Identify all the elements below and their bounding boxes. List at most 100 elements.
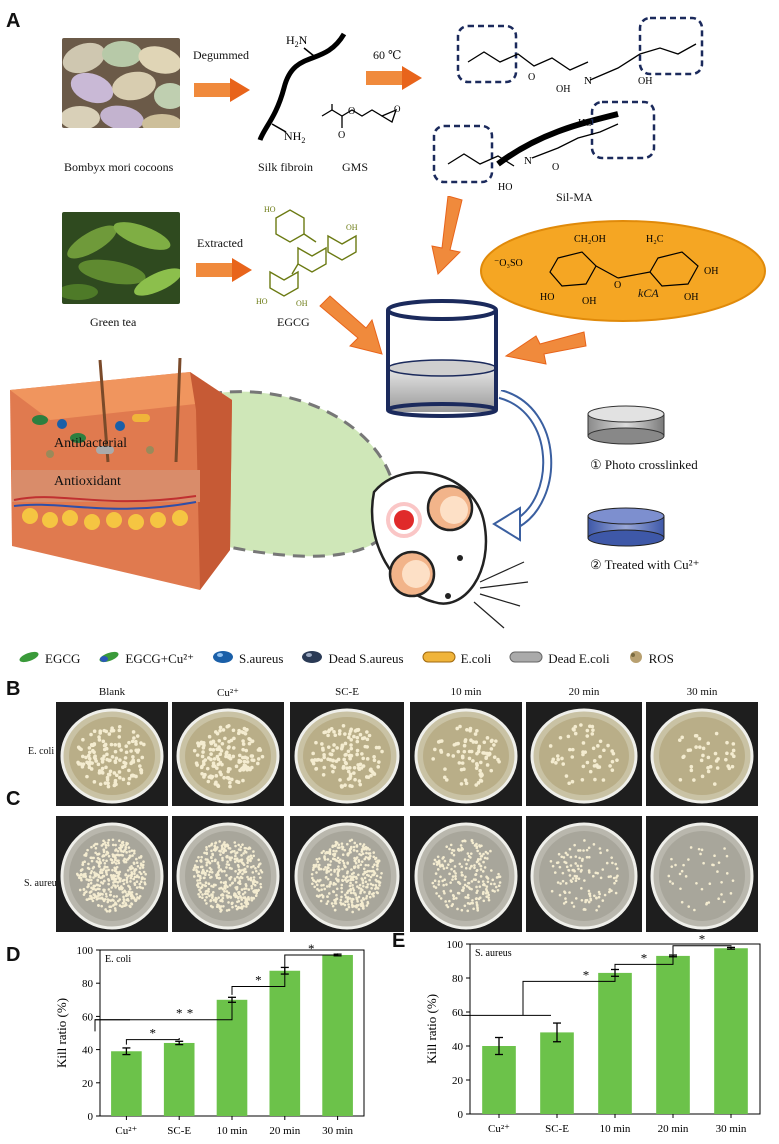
svg-text:OH: OH: [638, 76, 652, 87]
antioxidant-label: Antioxidant: [54, 474, 121, 489]
panel-d-letter: D: [6, 944, 21, 966]
mouse-illustration: [370, 471, 529, 629]
y-axis-label: Kill ratio (%): [54, 998, 69, 1068]
egcg-label: EGCG: [277, 315, 310, 329]
beaker: [386, 299, 498, 418]
silma-label: Sil-MA: [556, 190, 593, 204]
legend-item: Dead S.aureus: [301, 650, 404, 668]
bar: [598, 972, 632, 1114]
significance-bracket: [614, 954, 674, 968]
ecoli-plate: [172, 702, 284, 806]
y-tick-label: 20: [452, 1075, 464, 1087]
silk-fibroin-structure: H2N NH2: [257, 32, 347, 145]
legend-label: EGCG: [45, 651, 81, 666]
y-tick-label: 40: [82, 1045, 94, 1057]
saureus-plate: [290, 816, 404, 932]
x-tick-label: 30 min: [322, 1125, 353, 1137]
y-tick-label: 60: [452, 1007, 464, 1019]
svg-text:H2N: H2N: [286, 33, 308, 49]
bar: [322, 954, 353, 1116]
saureus-plate: [646, 816, 758, 932]
legend-label: Dead E.coli: [548, 651, 610, 666]
svg-text:O: O: [614, 280, 621, 291]
ecoli-plate: [410, 702, 522, 806]
bar: [163, 1042, 195, 1116]
plate-column-header: 20 min: [568, 686, 600, 698]
y-tick-label: 40: [452, 1041, 464, 1053]
y-axis-label: Kill ratio (%): [424, 994, 439, 1064]
significance-bracket: [231, 966, 286, 995]
bar: [269, 970, 301, 1116]
x-tick-label: 10 min: [600, 1123, 631, 1135]
svg-text:H₂C: H₂C: [646, 234, 664, 245]
y-tick-label: 100: [447, 939, 464, 951]
legend: EGCG EGCG+Cu²⁺ S.aureus Dead S.aureus E.coli…: [18, 648, 758, 670]
significance-bracket: [94, 996, 233, 1032]
legend-item: Dead E.coli: [509, 650, 610, 668]
svg-text:HO: HO: [540, 292, 554, 303]
significance-star: *: [699, 932, 706, 947]
saureus-plate: [56, 816, 168, 932]
ecoli-plate: [646, 702, 758, 806]
significance-star: *: [641, 950, 648, 965]
grey-disc: [587, 405, 665, 445]
legend-item: EGCG: [18, 651, 80, 667]
leaf-cu-icon: [98, 651, 120, 667]
curved-arrow: [492, 390, 553, 542]
svg-text:O: O: [552, 162, 559, 173]
significance-bracket: [284, 953, 339, 967]
plate-column-header: Blank: [98, 686, 126, 698]
svg-text:HO: HO: [264, 205, 276, 214]
x-tick-label: Cu²⁺: [488, 1123, 510, 1135]
heating-arrow: [366, 66, 422, 90]
row-label-saureus: S. aureus: [24, 878, 61, 889]
saureus-plate: [410, 816, 522, 932]
leaf-icon: [18, 651, 40, 667]
y-tick-label: 0: [88, 1111, 94, 1123]
svg-text:CH₂OH: CH₂OH: [574, 234, 606, 245]
degummed-label: Degummed: [193, 48, 249, 62]
bar: [656, 955, 690, 1114]
skin-illustration: [10, 357, 398, 590]
gms-structure: O O O: [321, 104, 401, 141]
x-tick-label: 20 min: [269, 1125, 300, 1137]
orange-arrows: [319, 196, 587, 365]
plate-column-header: 30 min: [686, 686, 718, 698]
legend-item: EGCG+Cu²⁺: [98, 651, 194, 667]
bar: [540, 1032, 574, 1114]
significance-bracket: [672, 945, 732, 955]
x-tick-label: SC-E: [167, 1125, 191, 1137]
legend-label: E.coli: [460, 651, 492, 666]
cocoons-photo: [62, 38, 180, 128]
legend-item: E.coli: [422, 650, 492, 668]
plate-column-header: SC-E: [335, 686, 359, 698]
y-tick-label: 100: [77, 945, 94, 957]
plate-column-header: Cu²⁺: [217, 687, 239, 699]
x-tick-label: 20 min: [658, 1123, 689, 1135]
grey-rod-icon: [509, 650, 543, 668]
ecoli-plate: [56, 702, 168, 806]
svg-text:HO: HO: [498, 182, 512, 193]
step1-label: ① Photo crosslinked: [590, 457, 698, 472]
chart-title: S. aureus: [475, 948, 512, 959]
legend-label: Dead S.aureus: [328, 651, 404, 666]
yellow-rod-icon: [422, 650, 456, 668]
svg-text:O: O: [394, 104, 401, 114]
svg-text:OH: OH: [684, 292, 698, 303]
extracted-label: Extracted: [197, 236, 243, 250]
y-tick-label: 60: [82, 1011, 94, 1023]
svg-text:OH: OH: [346, 223, 358, 232]
panel-a-letter: A: [6, 10, 21, 32]
legend-label: ROS: [648, 651, 674, 666]
blue-disc: [587, 507, 665, 547]
x-tick-label: SC-E: [545, 1123, 569, 1135]
bar: [714, 948, 748, 1114]
legend-label: S.aureus: [239, 651, 284, 666]
x-tick-label: 10 min: [217, 1125, 248, 1137]
chart-title: E. coli: [105, 954, 131, 965]
silk-fibroin-label: Silk fibroin: [258, 160, 314, 174]
saureus-plate: [172, 816, 284, 932]
significance-star: *: [583, 967, 590, 982]
y-tick-label: 80: [452, 973, 464, 985]
